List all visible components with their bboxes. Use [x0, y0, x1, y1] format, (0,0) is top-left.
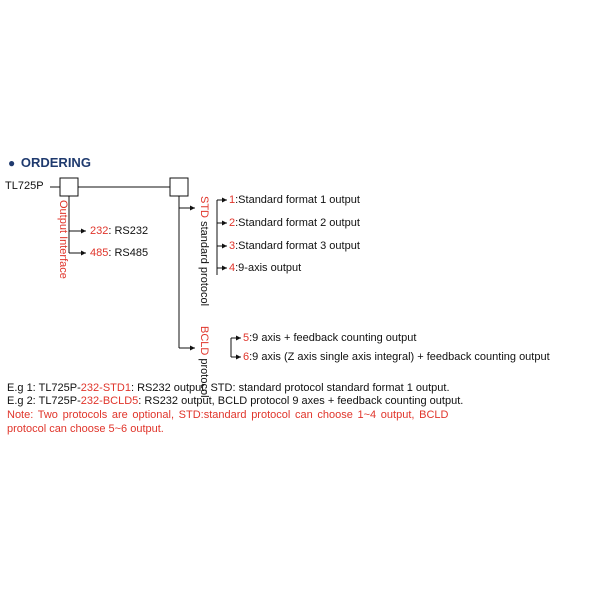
- interface-option: 485: RS485: [90, 247, 148, 260]
- example-part: 232: [80, 395, 100, 407]
- example-part: STD1: [102, 382, 131, 394]
- output-desc: :9-axis output: [235, 262, 302, 274]
- option-code: 232: [90, 225, 109, 237]
- std-protocol-label: STD standard protocol: [198, 196, 210, 306]
- std-output: 1:Standard format 1 output: [229, 194, 360, 207]
- interface-code-box: [59, 177, 79, 197]
- std-output: 3:Standard format 3 output: [229, 240, 360, 253]
- output-code: 2: [229, 217, 236, 229]
- example-part: 232: [80, 382, 100, 394]
- option-desc: : RS485: [108, 247, 149, 259]
- std-label: standard protocol: [198, 221, 210, 307]
- example-2: E.g 2: TL725P-232-BCLD5: RS232 output, B…: [7, 395, 463, 407]
- output-code: 1: [229, 194, 236, 206]
- model-label: TL725P: [5, 180, 44, 192]
- output-code: 6: [243, 351, 250, 363]
- option-desc: : RS232: [108, 225, 149, 237]
- output-code: 3: [229, 240, 236, 252]
- std-code: STD: [198, 196, 210, 218]
- example-rest: : RS232 output, BCLD protocol 9 axes + f…: [138, 395, 464, 407]
- example-prefix: E.g 1: TL725P-: [7, 382, 81, 394]
- example-1: E.g 1: TL725P-232-STD1: RS232 output, ST…: [7, 382, 450, 394]
- output-desc: :Standard format 1 output: [235, 194, 360, 206]
- example-sep: -: [99, 382, 103, 394]
- note-line-2: protocol can choose 5~6 output.: [7, 423, 164, 435]
- example-rest: : RS232 output, STD: standard protocol s…: [130, 382, 450, 394]
- note-line-1: Note: Two protocols are optional, STD:st…: [7, 409, 449, 421]
- example-part: BCLD5: [102, 395, 139, 407]
- std-output: 4:9-axis output: [229, 262, 301, 275]
- example-sep: -: [99, 395, 103, 407]
- output-code: 4: [229, 262, 236, 274]
- interface-option: 232: RS232: [90, 225, 148, 238]
- bcld-output: 6:9 axis (Z axis single axis integral) +…: [243, 351, 550, 364]
- output-desc: :9 axis + feedback counting output: [249, 332, 417, 344]
- output-desc: :Standard format 2 output: [235, 217, 360, 229]
- output-desc: :9 axis (Z axis single axis integral) + …: [249, 351, 550, 363]
- example-prefix: E.g 2: TL725P-: [7, 395, 81, 407]
- output-code: 5: [243, 332, 250, 344]
- output-desc: :Standard format 3 output: [235, 240, 360, 252]
- bullet-icon: ●: [8, 156, 16, 170]
- output-interface-label: Output Interface: [57, 200, 69, 279]
- ordering-title: ● ORDERING: [8, 155, 91, 170]
- bcld-code: BCLD: [198, 326, 210, 356]
- std-output: 2:Standard format 2 output: [229, 217, 360, 230]
- bcld-output: 5:9 axis + feedback counting output: [243, 332, 416, 345]
- option-code: 485: [90, 247, 109, 259]
- title-text: ORDERING: [20, 155, 91, 170]
- protocol-code-box: [169, 177, 189, 197]
